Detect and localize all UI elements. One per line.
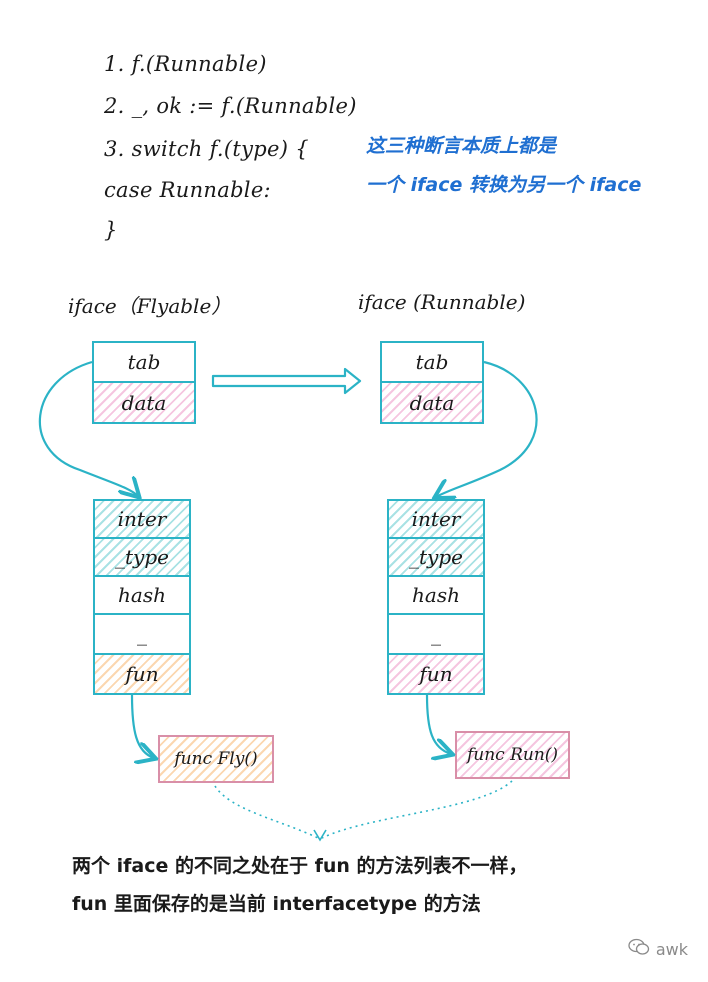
right-itab-hash: hash <box>387 575 485 615</box>
right-dotted-line <box>321 780 513 839</box>
left-tab-cell: tab <box>92 341 196 383</box>
code-line-1: 1. f.(Runnable) <box>104 52 267 76</box>
bottom-text-line-1: 两个 iface 的不同之处在于 fun 的方法列表不一样， <box>72 855 528 877</box>
right-tab-pointer <box>436 360 538 497</box>
left-itab-fun: fun <box>93 653 191 695</box>
convert-arrow <box>211 367 362 395</box>
note-line-1: 这三种断言本质上都是 <box>366 135 557 157</box>
right-itab-inter: inter <box>387 499 485 539</box>
left-fun-pointer <box>130 694 154 758</box>
left-itab-type: _type <box>93 537 191 577</box>
left-data-cell: data <box>92 381 196 424</box>
watermark: awk <box>628 938 688 960</box>
right-data-cell: data <box>380 381 484 424</box>
right-func-box: func Run() <box>455 731 570 779</box>
left-func-box: func Fly() <box>158 735 274 783</box>
left-iface-title: iface（Flyable） <box>68 294 232 318</box>
right-iface-title: iface (Runnable) <box>358 290 526 314</box>
code-line-3: 3. switch f.(type) { <box>104 137 309 161</box>
code-line-5: } <box>104 218 118 242</box>
right-fun-pointer <box>425 694 451 754</box>
wechat-icon <box>628 938 650 960</box>
watermark-text: awk <box>655 939 688 959</box>
right-tab-cell: tab <box>380 341 484 383</box>
left-itab-hash: hash <box>93 575 191 615</box>
code-line-4: case Runnable: <box>104 178 271 202</box>
note-line-2: 一个 iface 转换为另一个 iface <box>366 174 642 196</box>
left-tab-pointer <box>38 360 138 496</box>
bottom-text-line-2: fun 里面保存的是当前 interfacetype 的方法 <box>72 893 481 915</box>
right-itab-fun: fun <box>387 653 485 695</box>
code-line-2: 2. _, ok := f.(Runnable) <box>104 94 357 118</box>
left-dotted-line <box>214 785 319 839</box>
